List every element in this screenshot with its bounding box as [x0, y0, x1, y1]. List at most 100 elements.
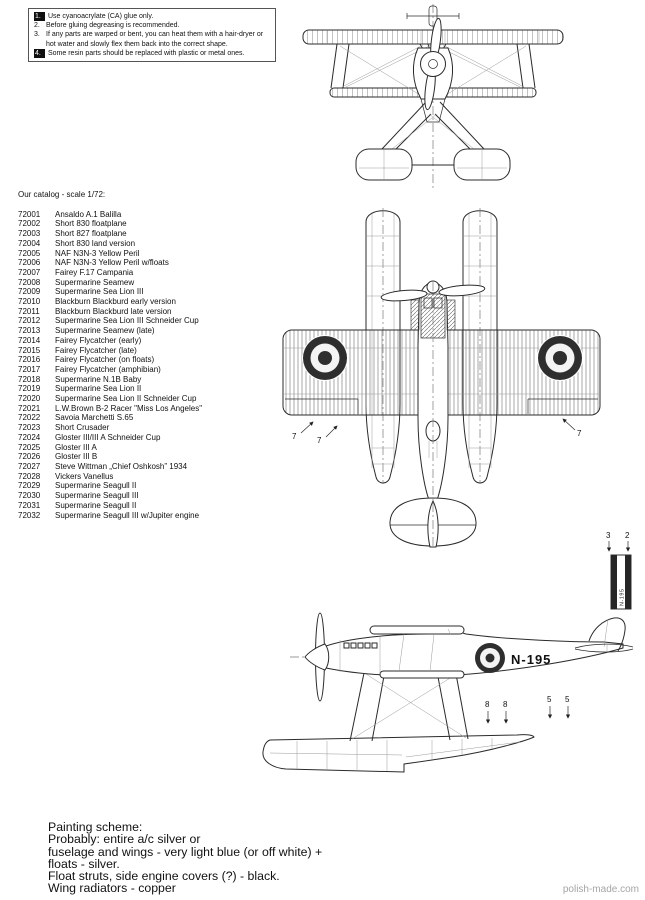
float-wires	[391, 113, 475, 150]
callout-label: 2	[625, 531, 630, 540]
rudder-detail-drawing: 3 2 N-195	[606, 531, 632, 610]
watermark: polish-made.com	[562, 884, 639, 895]
float-left	[355, 148, 413, 181]
catalog-name: Supermarine Sea Lion II	[55, 384, 142, 394]
catalog-name: Fairey Flycatcher (early)	[55, 335, 142, 345]
catalog-code: 72020	[18, 394, 41, 404]
instructions-box: 1. Use cyanoacrylate (CA) glue only. 2. …	[28, 8, 276, 63]
instruction-number: 4.	[34, 48, 45, 59]
front-view-drawing	[302, 4, 564, 188]
float-struts	[349, 672, 469, 742]
catalog-name: Supermarine Seagull II	[55, 500, 137, 510]
catalog-row: 72003 Short 827 floatplane	[18, 229, 202, 239]
float-struts	[381, 101, 485, 166]
catalog-name: Ansaldo A.1 Balilla	[55, 209, 122, 219]
catalog-name: Fairey Flycatcher (late)	[55, 345, 137, 355]
catalog-row: 72013 Supermarine Seamew (late)	[18, 326, 202, 336]
catalog-code: 72013	[18, 326, 41, 336]
callout-label: 7	[292, 432, 297, 441]
catalog-name: Supermarine Seagull III w/Jupiter engine	[55, 510, 200, 520]
instruction-item: 1. Use cyanoacrylate (CA) glue only.	[34, 12, 270, 22]
catalog-code: 72017	[18, 364, 41, 374]
catalog-name: NAF N3N-3 Yellow Peril w/floats	[55, 258, 169, 268]
upper-wing-side	[369, 625, 465, 635]
catalog-code: 72010	[18, 297, 41, 307]
callouts: 7 7 7	[292, 418, 582, 445]
catalog-code: 72011	[18, 306, 40, 316]
instruction-text: If any parts are warped or bent, you can…	[46, 31, 264, 48]
painting-line: fuselage and wings - very light blue (or…	[48, 844, 323, 859]
catalog-code: 72026	[18, 452, 41, 462]
catalog-heading: Our catalog - scale 1/72:	[18, 190, 106, 199]
wing-struts	[398, 633, 435, 672]
catalog-name: Supermarine Seagull III	[55, 491, 139, 501]
catalog-name: Supermarine N.1B Baby	[55, 374, 142, 384]
catalog-code: 72029	[18, 481, 41, 491]
catalog-name: Fairey Flycatcher (on floats)	[55, 355, 155, 365]
callout-label: 3	[606, 531, 611, 540]
callout-label: 8	[503, 700, 508, 709]
catalog-code: 72027	[18, 461, 41, 471]
catalog-code: 72009	[18, 287, 41, 297]
callout-label: 7	[317, 436, 322, 445]
catalog-code: 72030	[18, 491, 41, 501]
propeller	[380, 284, 486, 302]
instruction-item: 2. Before gluing degreasing is recommend…	[34, 21, 270, 30]
fuselage-side	[325, 627, 624, 677]
callout-label: 8	[485, 700, 490, 709]
catalog-name: Supermarine Sea Lion III	[55, 287, 144, 297]
catalog-row: 72017 Fairey Flycatcher (amphibian)	[18, 365, 202, 375]
lower-wing-side	[379, 670, 465, 679]
serial-marking: N-195	[511, 652, 551, 667]
float-right	[453, 148, 511, 181]
catalog-code: 72003	[18, 229, 41, 239]
catalog-code: 72007	[18, 267, 41, 277]
catalog-name: Short Crusader	[55, 423, 110, 433]
catalog-name: Short 830 land version	[55, 238, 136, 248]
catalog-code: 72012	[18, 316, 41, 326]
spinner	[304, 643, 330, 671]
instruction-text: Some resin parts should be replaced with…	[48, 49, 245, 57]
catalog-name: Blackburn Blackburd early version	[55, 297, 176, 307]
tail-side	[574, 617, 634, 653]
catalog-name: Fairey Flycatcher (amphibian)	[55, 364, 161, 374]
instruction-text: Before gluing degreasing is recommended.	[46, 22, 180, 30]
instruction-item: 3. If any parts are warped or bent, you …	[34, 30, 270, 48]
catalog-name: Vickers Vanellus	[55, 471, 114, 481]
tail-front	[406, 5, 460, 27]
catalog-code: 72004	[18, 238, 41, 248]
catalog-code: 72002	[18, 219, 41, 229]
catalog-code: 72014	[18, 335, 41, 345]
side-radiator-right	[446, 299, 456, 331]
catalog-code: 72006	[18, 258, 41, 268]
instruction-number: 1.	[34, 12, 45, 22]
spinner	[420, 51, 446, 77]
painting-line: floats - silver.	[48, 856, 120, 871]
catalog-code: 72005	[18, 248, 41, 258]
catalog-name: Supermarine Seamew (late)	[55, 326, 155, 336]
side-view-drawing: N-195 8 8 5 5	[262, 612, 634, 773]
catalog-row: 72014 Fairey Flycatcher (early)	[18, 336, 202, 346]
painting-line: Painting scheme:	[48, 820, 143, 834]
catalog-name: L.W.Brown B-2 Racer "Miss Los Angeles"	[55, 403, 203, 413]
catalog-name: Short 827 floatplane	[55, 229, 127, 239]
painting-scheme: Painting scheme: Probably: entire a/c si…	[48, 821, 322, 895]
catalog-name: Steve Wittman „Chief Oshkosh” 1934	[55, 461, 188, 471]
